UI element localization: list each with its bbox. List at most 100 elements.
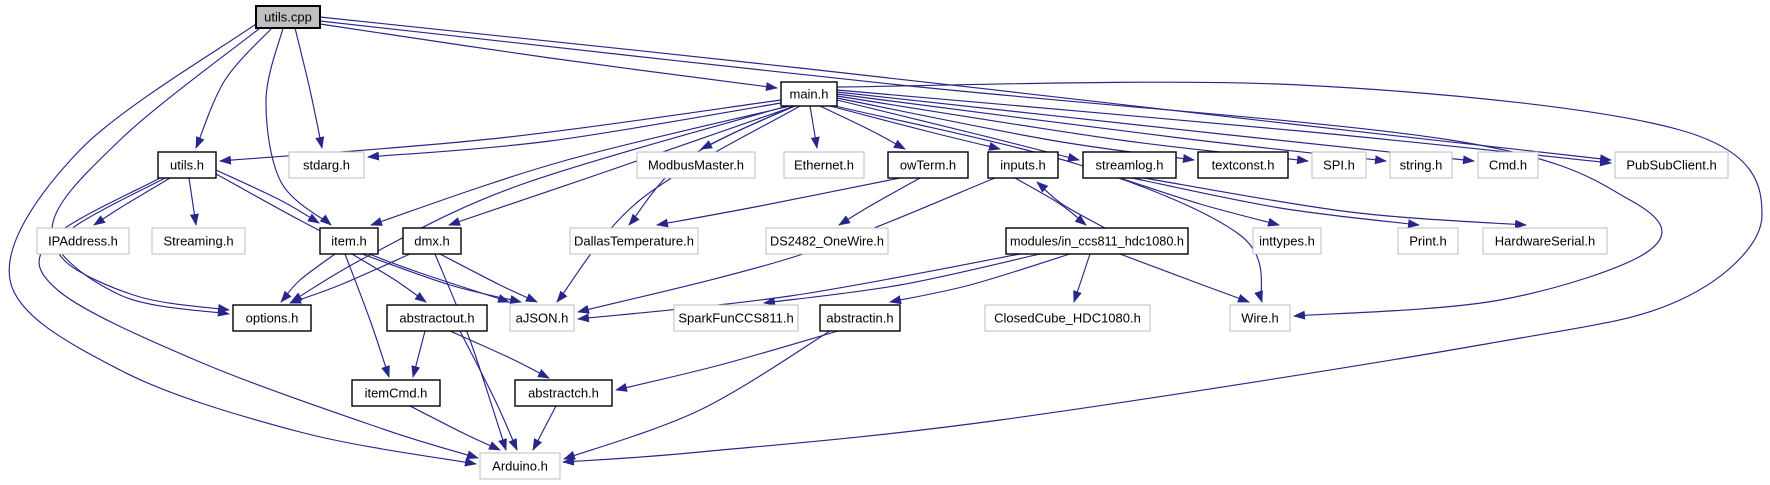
graph-node-box[interactable] <box>673 304 799 332</box>
graph-node-box[interactable] <box>1477 151 1539 179</box>
include-edge-utils-cpp-to-utils-h <box>195 27 273 149</box>
graph-node-box[interactable] <box>780 81 838 107</box>
include-edge-modules-in-ccs811-hdc1080-h-to-inputs-h <box>1036 181 1106 229</box>
graph-node-box[interactable] <box>636 151 756 179</box>
graph-node-box[interactable] <box>351 379 441 407</box>
include-edge-utils-cpp-to-pubsubclient-h <box>319 16 1612 164</box>
graph-node-label: utils.h <box>170 158 204 173</box>
include-edge-utils-cpp-to-main-h <box>319 23 778 92</box>
include-edge-abstractin-h-to-abstractch-h <box>615 330 839 392</box>
graph-node-textconst-h[interactable]: textconst.h <box>1197 151 1289 179</box>
graph-node-box[interactable] <box>783 151 865 179</box>
graph-node-label: Ethernet.h <box>794 158 854 173</box>
graph-node-streaming-h[interactable]: Streaming.h <box>151 227 246 255</box>
graph-node-box[interactable] <box>386 304 488 332</box>
graph-node-box[interactable] <box>1397 227 1459 255</box>
graph-node-label: item.h <box>331 234 366 249</box>
graph-node-abstractout-h[interactable]: abstractout.h <box>386 304 488 332</box>
graph-node-label: Wire.h <box>1241 311 1279 326</box>
graph-node-box[interactable] <box>984 304 1151 332</box>
graph-node-box[interactable] <box>1614 151 1729 179</box>
graph-node-inputs-h[interactable]: inputs.h <box>987 151 1059 179</box>
graph-node-label: abstractch.h <box>528 386 599 401</box>
graph-node-label: inputs.h <box>1000 158 1046 173</box>
graph-node-main-h[interactable]: main.h <box>780 81 838 107</box>
graph-node-box[interactable] <box>1252 227 1322 255</box>
graph-node-stdarg-h[interactable]: stdarg.h <box>288 151 365 179</box>
graph-node-ajson-h[interactable]: aJSON.h <box>509 304 575 332</box>
include-edge-main-h-to-ajson-h <box>556 105 801 303</box>
graph-node-ds2482-onewire-h[interactable]: DS2482_OneWire.h <box>765 227 889 255</box>
graph-node-box[interactable] <box>36 227 130 255</box>
graph-node-ethernet-h[interactable]: Ethernet.h <box>783 151 865 179</box>
include-edge-dmx-h-to-ajson-h <box>439 253 538 303</box>
graph-node-box[interactable] <box>514 379 613 407</box>
graph-node-label: string.h <box>1400 158 1443 173</box>
graph-node-string-h[interactable]: string.h <box>1389 151 1453 179</box>
graph-node-itemcmd-h[interactable]: itemCmd.h <box>351 379 441 407</box>
graph-node-abstractin-h[interactable]: abstractin.h <box>819 304 901 332</box>
graph-node-label: IPAddress.h <box>48 234 118 249</box>
graph-node-wire-h[interactable]: Wire.h <box>1229 304 1291 332</box>
graph-node-box[interactable] <box>288 151 365 179</box>
graph-node-box[interactable] <box>569 227 699 255</box>
graph-node-label: utils.cpp <box>264 10 312 25</box>
graph-node-box[interactable] <box>479 452 561 480</box>
graph-node-label: DS2482_OneWire.h <box>770 234 884 249</box>
graph-node-print-h[interactable]: Print.h <box>1397 227 1459 255</box>
graph-node-box[interactable] <box>232 304 312 332</box>
graph-node-box[interactable] <box>819 304 901 332</box>
include-edge-itemcmd-h-to-arduino-h <box>409 405 501 451</box>
graph-node-streamlog-h[interactable]: streamlog.h <box>1082 151 1177 179</box>
graph-node-label: inttypes.h <box>1259 234 1315 249</box>
graph-node-options-h[interactable]: options.h <box>232 304 312 332</box>
graph-node-box[interactable] <box>151 227 246 255</box>
graph-node-label: ClosedCube_HDC1080.h <box>994 311 1141 326</box>
graph-node-modbusmaster-h[interactable]: ModbusMaster.h <box>636 151 756 179</box>
graph-node-ipaddress-h[interactable]: IPAddress.h <box>36 227 130 255</box>
graph-node-sparkfunccs811-h[interactable]: SparkFunCCS811.h <box>673 304 799 332</box>
graph-node-owterm-h[interactable]: owTerm.h <box>887 151 969 179</box>
graph-node-modules-in-ccs811-hdc1080-h[interactable]: modules/in_ccs811_hdc1080.h <box>1005 227 1189 255</box>
graph-node-box[interactable] <box>509 304 575 332</box>
graph-node-dallastemperature-h[interactable]: DallasTemperature.h <box>569 227 699 255</box>
graph-node-dmx-h[interactable]: dmx.h <box>402 227 462 255</box>
include-edge-main-h-to-ethernet-h <box>809 105 820 149</box>
graph-node-closedcube-hdc1080-h[interactable]: ClosedCube_HDC1080.h <box>984 304 1151 332</box>
graph-node-abstractch-h[interactable]: abstractch.h <box>514 379 613 407</box>
edges-layer <box>8 16 1763 467</box>
graph-node-pubsubclient-h[interactable]: PubSubClient.h <box>1614 151 1729 179</box>
graph-node-box[interactable] <box>157 151 217 179</box>
include-edge-main-h-to-streamlog-h <box>836 99 1080 162</box>
graph-node-box[interactable] <box>1229 304 1291 332</box>
graph-node-arduino-h[interactable]: Arduino.h <box>479 452 561 480</box>
include-edge-main-h-to-inputs-h <box>829 105 1001 151</box>
graph-node-box[interactable] <box>987 151 1059 179</box>
graph-node-box[interactable] <box>765 227 889 255</box>
graph-node-box[interactable] <box>1482 227 1608 255</box>
include-edge-owterm-h-to-dallastemperature-h <box>656 177 901 228</box>
graph-node-hardwareserial-h[interactable]: HardwareSerial.h <box>1482 227 1608 255</box>
graph-node-box[interactable] <box>887 151 969 179</box>
include-edge-utils-h-to-options-h <box>56 177 230 313</box>
graph-node-inttypes-h[interactable]: inttypes.h <box>1252 227 1322 255</box>
graph-node-spi-h[interactable]: SPI.h <box>1311 151 1367 179</box>
graph-node-cmd-h[interactable]: Cmd.h <box>1477 151 1539 179</box>
include-edge-abstractout-h-to-arduino-h <box>459 330 518 451</box>
include-edge-modules-in-ccs811-hdc1080-h-to-wire-h <box>1119 253 1250 303</box>
graph-node-box[interactable] <box>1197 151 1289 179</box>
graph-node-box[interactable] <box>1082 151 1177 179</box>
graph-node-label: Print.h <box>1409 234 1447 249</box>
graph-node-label: modules/in_ccs811_hdc1080.h <box>1010 234 1184 249</box>
graph-node-box[interactable] <box>402 227 462 255</box>
graph-node-box[interactable] <box>319 227 379 255</box>
include-edge-main-h-to-dmx-h <box>448 105 796 226</box>
graph-node-box[interactable] <box>1311 151 1367 179</box>
graph-node-box[interactable] <box>1005 227 1189 255</box>
graph-node-item-h[interactable]: item.h <box>319 227 379 255</box>
graph-node-label: DallasTemperature.h <box>574 234 694 249</box>
include-edge-utils-cpp-to-wire-h <box>319 20 1663 320</box>
graph-node-box[interactable] <box>1389 151 1453 179</box>
graph-node-utils-h[interactable]: utils.h <box>157 151 217 179</box>
graph-node-box <box>255 5 321 29</box>
